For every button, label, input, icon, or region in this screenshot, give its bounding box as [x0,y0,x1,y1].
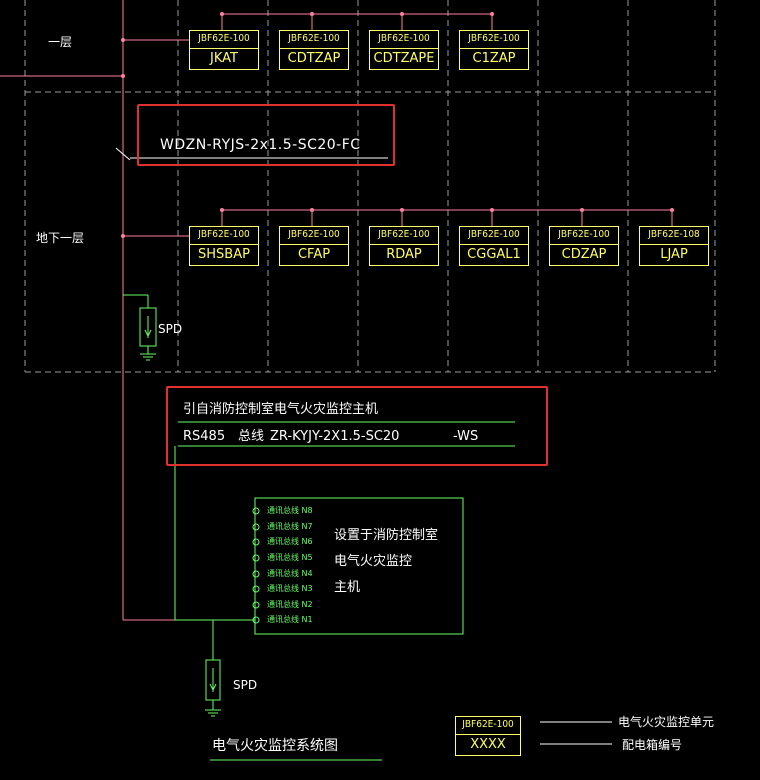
spd-upper-symbol [123,294,157,361]
meter-model: JBF62E-100 [288,33,340,44]
meter-box-basement-6[interactable]: JBF62E-108 LJAP [639,226,709,266]
host-channel: 通讯总线 N3 [267,584,313,593]
meter-model: JBF62E-100 [378,229,430,240]
meter-box-basement-4[interactable]: JBF62E-100 CGGAL1 [459,226,529,266]
meter-model: JBF62E-100 [468,33,520,44]
meter-box-floor1-2[interactable]: JBF62E-100 CDTZAP [279,30,349,70]
host-desc-line3: 主机 [334,580,361,595]
host-channel: 通讯总线 N8 [267,506,313,515]
host-desc-line1: 设置于消防控制室 [334,528,439,543]
box-code: CGGAL1 [467,247,521,262]
meter-model: JBF62E-100 [198,229,250,240]
host-channel: 通讯总线 N6 [267,537,313,546]
legend-label-box: 配电箱编号 [622,738,683,752]
meter-model: JBF62E-100 [288,229,340,240]
floor-label-1: 一层 [48,35,73,49]
host-desc-line2: 电气火灾监控 [334,554,413,569]
box-code: C1ZAP [472,51,516,66]
green-bus [174,421,515,660]
diagram-title: 电气火灾监控系统图 [212,738,338,754]
meter-box-basement-2[interactable]: JBF62E-100 CFAP [279,226,349,266]
meter-box-floor1-1[interactable]: JBF62E-100 JKAT [189,30,259,70]
meter-model: JBF62E-100 [378,33,430,44]
host-box-outline [254,497,464,635]
spd-label-lower: SPD [233,678,258,692]
host-terminals [252,507,260,624]
cable-tick [115,147,131,161]
host-channel: 通讯总线 N1 [267,615,313,624]
legend-model: JBF62E-100 [462,719,514,730]
source-cable: ZR-KYJY-2X1.5-SC20 [270,429,400,444]
meter-box-basement-3[interactable]: JBF62E-100 RDAP [369,226,439,266]
box-code: CFAP [297,247,331,262]
legend-box: JBF62E-100 XXXX [455,716,521,756]
junction-dots [121,12,674,238]
box-code: JKAT [210,51,238,66]
pink-feeders [0,0,673,621]
meter-box-floor1-4[interactable]: JBF62E-100 C1ZAP [459,30,529,70]
meter-model: JBF62E-100 [198,33,250,44]
spd-label-upper: SPD [158,322,183,336]
host-channel: 通讯总线 N4 [267,569,313,578]
floor-label-basement: 地下一层 [36,231,85,245]
highlight-source [166,386,548,466]
meter-box-basement-5[interactable]: JBF62E-100 CDZAP [549,226,619,266]
legend-code: XXXX [470,737,506,752]
host-channel: 通讯总线 N2 [267,600,313,609]
source-bus-word: 总线 [238,429,265,444]
meter-model: JBF62E-100 [468,229,520,240]
box-code: CDZAP [561,247,607,262]
legend-label-unit: 电气火灾监控单元 [618,715,715,729]
source-bus: RS485 [183,429,226,444]
meter-box-basement-1[interactable]: JBF62E-100 SHSBAP [189,226,259,266]
source-line1: 引自消防控制室电气火灾监控主机 [183,402,379,417]
meter-model: JBF62E-100 [558,229,610,240]
box-code: SHSBAP [198,247,250,262]
cable-label: WDZN-RYJS-2x1.5-SC20-FC [160,137,361,153]
spd-lower-symbol [205,659,221,717]
box-code: CDTZAPE [373,51,435,66]
source-suffix: -WS [453,429,479,444]
host-channel: 通讯总线 N7 [267,522,313,531]
meter-box-floor1-3[interactable]: JBF62E-100 CDTZAPE [369,30,439,70]
meter-model: JBF62E-108 [648,229,700,240]
dashed-grid [24,0,716,373]
box-code: CDTZAP [287,51,341,66]
host-channel: 通讯总线 N5 [267,553,313,562]
highlight-cable-label [137,104,395,166]
box-code: RDAP [386,247,422,262]
box-code: LJAP [660,247,688,262]
